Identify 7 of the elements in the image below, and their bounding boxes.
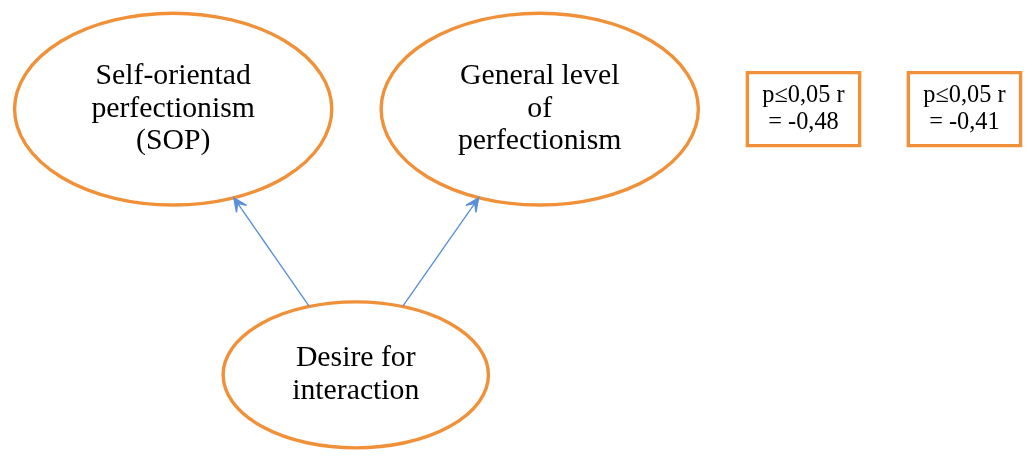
node-box: p≤0,05 r = -0,48 (745, 70, 862, 148)
node-ellipse: Desire for interaction (221, 300, 491, 450)
arrow (233, 197, 310, 308)
node-box: p≤0,05 r = -0,41 (906, 70, 1023, 148)
node-ellipse: General level of perfectionism (379, 11, 701, 207)
arrow (402, 197, 480, 308)
node-ellipse: Self-orientad perfectionism (SOP) (12, 11, 334, 207)
